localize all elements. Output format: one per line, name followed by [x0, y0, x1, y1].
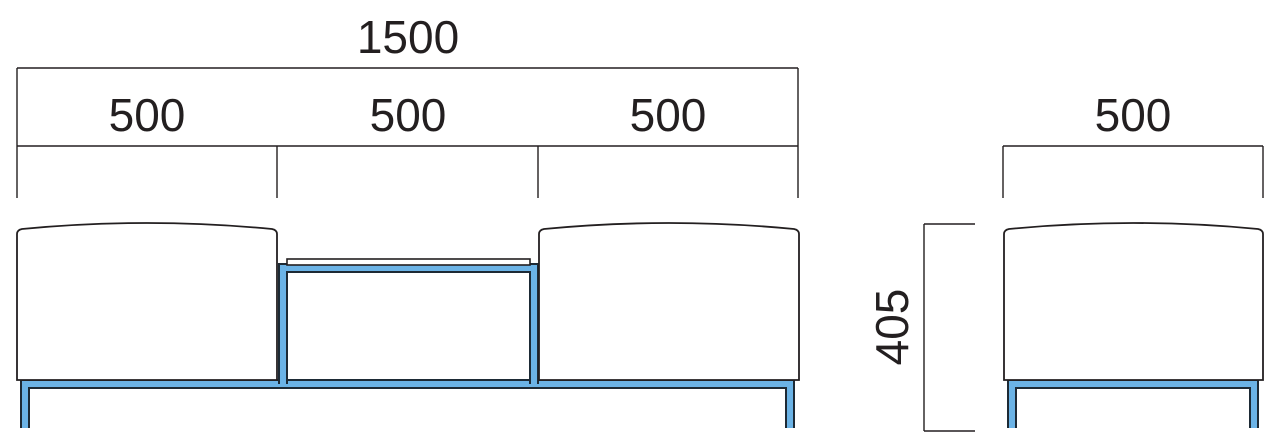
total-width-label: 1500 [357, 11, 459, 63]
left-seat-cushion [16, 222, 278, 381]
height-label: 405 [866, 289, 918, 366]
right-seat-width-label: 500 [630, 89, 707, 141]
left-seat-width-label: 500 [109, 89, 186, 141]
side-dimension-lines [923, 145, 1264, 432]
middle-table-width-label: 500 [370, 89, 447, 141]
side-seat-cushion [1003, 222, 1264, 381]
side-base-frame [1007, 379, 1259, 428]
side-width-label: 500 [1095, 89, 1172, 141]
front-dimension-lines [16, 67, 799, 198]
front-base-frame [20, 258, 795, 428]
table-top [286, 258, 531, 266]
right-seat-cushion [538, 222, 800, 381]
